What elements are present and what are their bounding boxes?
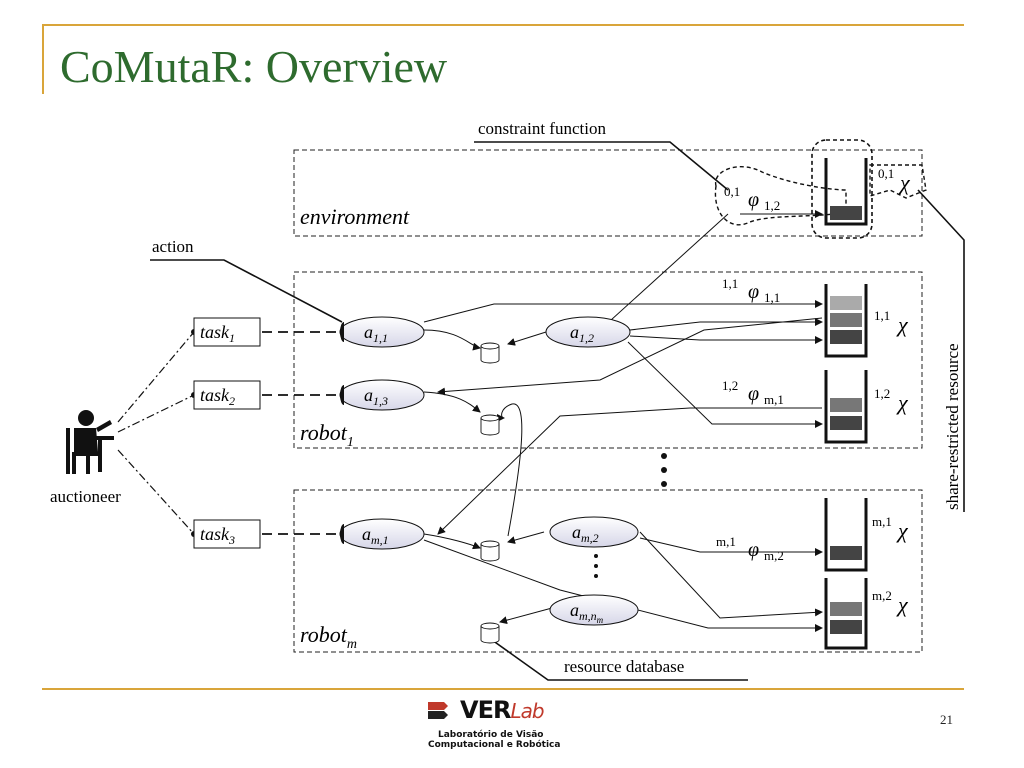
vertical-ellipsis-actions (594, 554, 598, 578)
robotm-label: robotm (300, 622, 357, 652)
svg-text:1,2: 1,2 (764, 198, 780, 213)
action-a-m-2: am,2 (549, 516, 639, 548)
verlab-logo: VERLab Laboratório de Visão Computaciona… (420, 694, 610, 754)
resource-container-m-2 (824, 578, 868, 650)
action-a-1-1: a1,1 (339, 316, 425, 348)
environment-region (293, 149, 923, 237)
bottom-rule (42, 688, 964, 690)
action-callout-label: action (152, 237, 194, 256)
page-number: 21 (940, 712, 953, 727)
svg-text:χ: χ (896, 390, 909, 415)
auction-links (117, 331, 195, 535)
chi-blob (869, 164, 927, 199)
resource-label-m-1: m,1 χ (872, 514, 909, 543)
svg-text:0,1: 0,1 (724, 184, 740, 199)
svg-text:m,2: m,2 (764, 548, 784, 563)
robot1-region (293, 271, 923, 449)
svg-text:1,1: 1,1 (874, 308, 890, 323)
resource-label-m-2: m,2 χ (872, 588, 909, 617)
share-restricted-label: share-restricted resource (943, 343, 962, 510)
environment-label: environment (300, 204, 410, 229)
action-leader (150, 259, 343, 323)
auctioneer-label: auctioneer (50, 487, 121, 506)
resource-container-1-1 (824, 284, 868, 358)
constraint-function-leader (474, 141, 729, 191)
svg-text:1,2: 1,2 (722, 378, 738, 393)
resource-container-1-2 (824, 370, 868, 444)
svg-text:χ: χ (898, 170, 911, 195)
resource-blob-env (811, 139, 873, 239)
svg-text:am,nm: am,nm (570, 600, 604, 625)
constraint-label-0-1: 0,1 φ 1,2 (724, 184, 780, 213)
robotm-region (293, 489, 923, 653)
resource-label-1-2: 1,2 χ (874, 386, 909, 415)
database-icon (480, 540, 500, 562)
database-icon (480, 414, 500, 436)
resource-label-1-1: 1,1 χ (874, 308, 909, 337)
constraint-label-m-1: m,1 φ m,2 (716, 534, 784, 563)
svg-text:am,2: am,2 (572, 522, 599, 545)
resource-label-0-1: 0,1 χ (878, 166, 911, 195)
svg-text:m,1: m,1 (716, 534, 736, 549)
verlab-logo-text: VERLab (460, 696, 545, 724)
svg-text:φ: φ (748, 281, 759, 303)
top-rule (42, 24, 964, 26)
auctioneer-icon (66, 410, 114, 474)
resource-container-m-1 (824, 498, 868, 572)
svg-text:a1,2: a1,2 (570, 322, 594, 345)
database-icon (480, 622, 500, 644)
svg-text:task3: task3 (200, 524, 235, 547)
title-accent-bar (42, 24, 44, 94)
connection-lines (423, 210, 823, 632)
task-3: task3 (193, 519, 261, 549)
svg-text:a1,3: a1,3 (364, 385, 388, 408)
constraint-label-1-2: 1,2 φ m,1 (722, 378, 784, 407)
svg-text:a1,1: a1,1 (364, 322, 388, 345)
svg-text:m,2: m,2 (872, 588, 892, 603)
svg-text:1,2: 1,2 (874, 386, 890, 401)
svg-text:χ: χ (896, 312, 909, 337)
task-2: task2 (193, 380, 261, 410)
task-1: task1 (193, 317, 261, 347)
slide-title: CoMutaR: Overview (60, 41, 448, 92)
svg-text:χ: χ (896, 592, 909, 617)
svg-text:χ: χ (896, 518, 909, 543)
svg-text:task2: task2 (200, 385, 235, 408)
svg-text:φ: φ (748, 539, 759, 561)
vertical-ellipsis-robots (661, 453, 667, 487)
share-restricted-leader (917, 189, 965, 512)
logo-line-2: Computacional e Robótica (428, 740, 561, 750)
task-action-links (262, 331, 340, 535)
resource-container-env (824, 158, 868, 226)
svg-text:φ: φ (748, 189, 759, 211)
robot1-label: robot1 (300, 420, 354, 450)
action-a-m-nm: am,nm (549, 594, 639, 626)
verlab-logo-mark-icon (428, 702, 448, 719)
constraint-blob (714, 166, 847, 226)
resource-database-label: resource database (564, 657, 684, 676)
svg-text:task1: task1 (200, 322, 235, 345)
action-a-1-2: a1,2 (545, 316, 631, 348)
svg-text:0,1: 0,1 (878, 166, 894, 181)
action-a-1-3: a1,3 (339, 379, 425, 411)
svg-text:am,1: am,1 (362, 524, 389, 547)
action-a-m-1: am,1 (339, 518, 425, 550)
svg-text:1,1: 1,1 (722, 276, 738, 291)
svg-text:m,1: m,1 (764, 392, 784, 407)
constraint-label-1-1: 1,1 φ 1,1 (722, 276, 780, 305)
resource-database-leader (491, 639, 748, 681)
svg-text:1,1: 1,1 (764, 290, 780, 305)
constraint-function-label: constraint function (478, 119, 606, 138)
logo-line-1: Laboratório de Visão (438, 730, 544, 740)
database-icon (480, 342, 500, 364)
svg-text:φ: φ (748, 383, 759, 405)
svg-text:m,1: m,1 (872, 514, 892, 529)
